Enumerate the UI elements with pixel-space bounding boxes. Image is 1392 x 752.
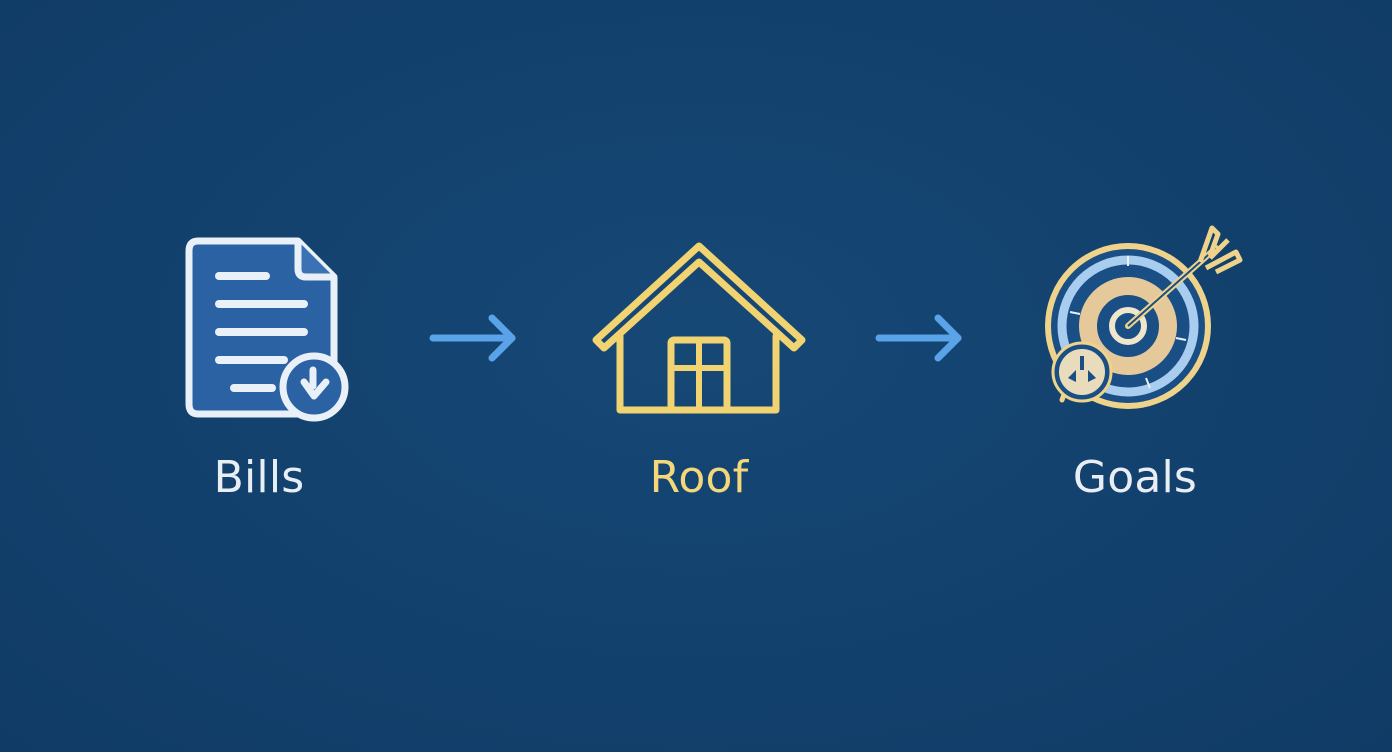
roof-label: Roof	[649, 452, 749, 503]
arrow-2	[874, 312, 966, 364]
roof-step	[590, 240, 808, 416]
arrow-right-icon	[429, 314, 516, 362]
goals-label: Goals	[1072, 452, 1198, 503]
target-arrow-icon	[1045, 225, 1243, 409]
house-icon	[592, 242, 806, 414]
bills-step	[184, 236, 354, 422]
bills-label: Bills	[213, 452, 305, 503]
arrow-1	[428, 312, 520, 364]
goals-step	[1040, 222, 1250, 418]
arrow-right-icon	[875, 314, 962, 362]
bill-document-icon	[185, 237, 349, 422]
